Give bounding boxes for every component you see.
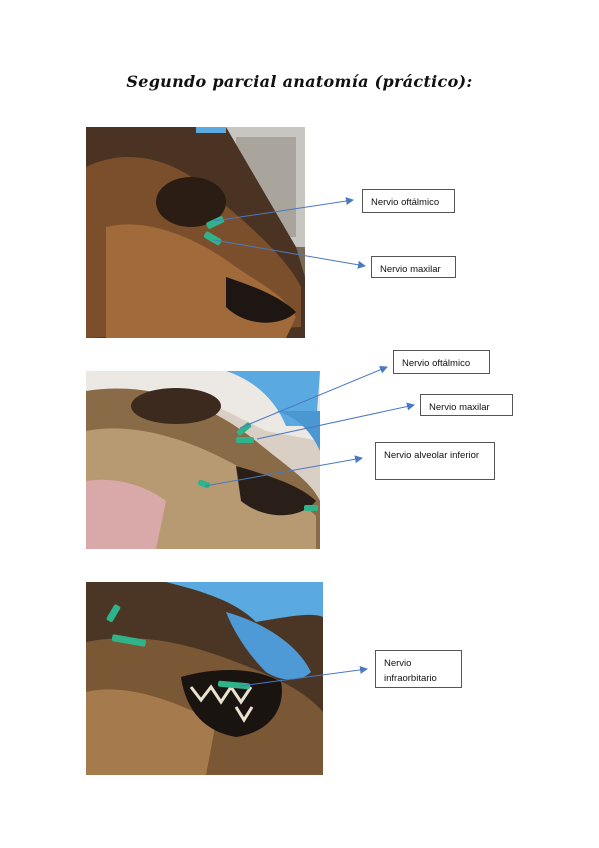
dog-head-illustration-1 bbox=[86, 127, 305, 338]
label-nervio-maxilar-1: Nervio maxilar bbox=[371, 256, 456, 278]
dog-head-photo-2 bbox=[86, 371, 320, 549]
label-nervio-oftalmico-1: Nervio oftálmico bbox=[362, 189, 455, 213]
dog-head-photo-1 bbox=[86, 127, 305, 338]
label-nervio-infraorbitario: Nervio infraorbitario bbox=[375, 650, 462, 688]
dog-head-illustration-2 bbox=[86, 371, 320, 549]
label-nervio-oftalmico-2: Nervio oftálmico bbox=[393, 350, 490, 374]
dog-head-illustration-3 bbox=[86, 582, 323, 775]
page-title: Segundo parcial anatomía (práctico): bbox=[126, 72, 473, 91]
dog-head-photo-3 bbox=[86, 582, 323, 775]
label-nervio-alveolar-inferior: Nervio alveolar inferior bbox=[375, 442, 495, 480]
label-nervio-maxilar-2: Nervio maxilar bbox=[420, 394, 513, 416]
